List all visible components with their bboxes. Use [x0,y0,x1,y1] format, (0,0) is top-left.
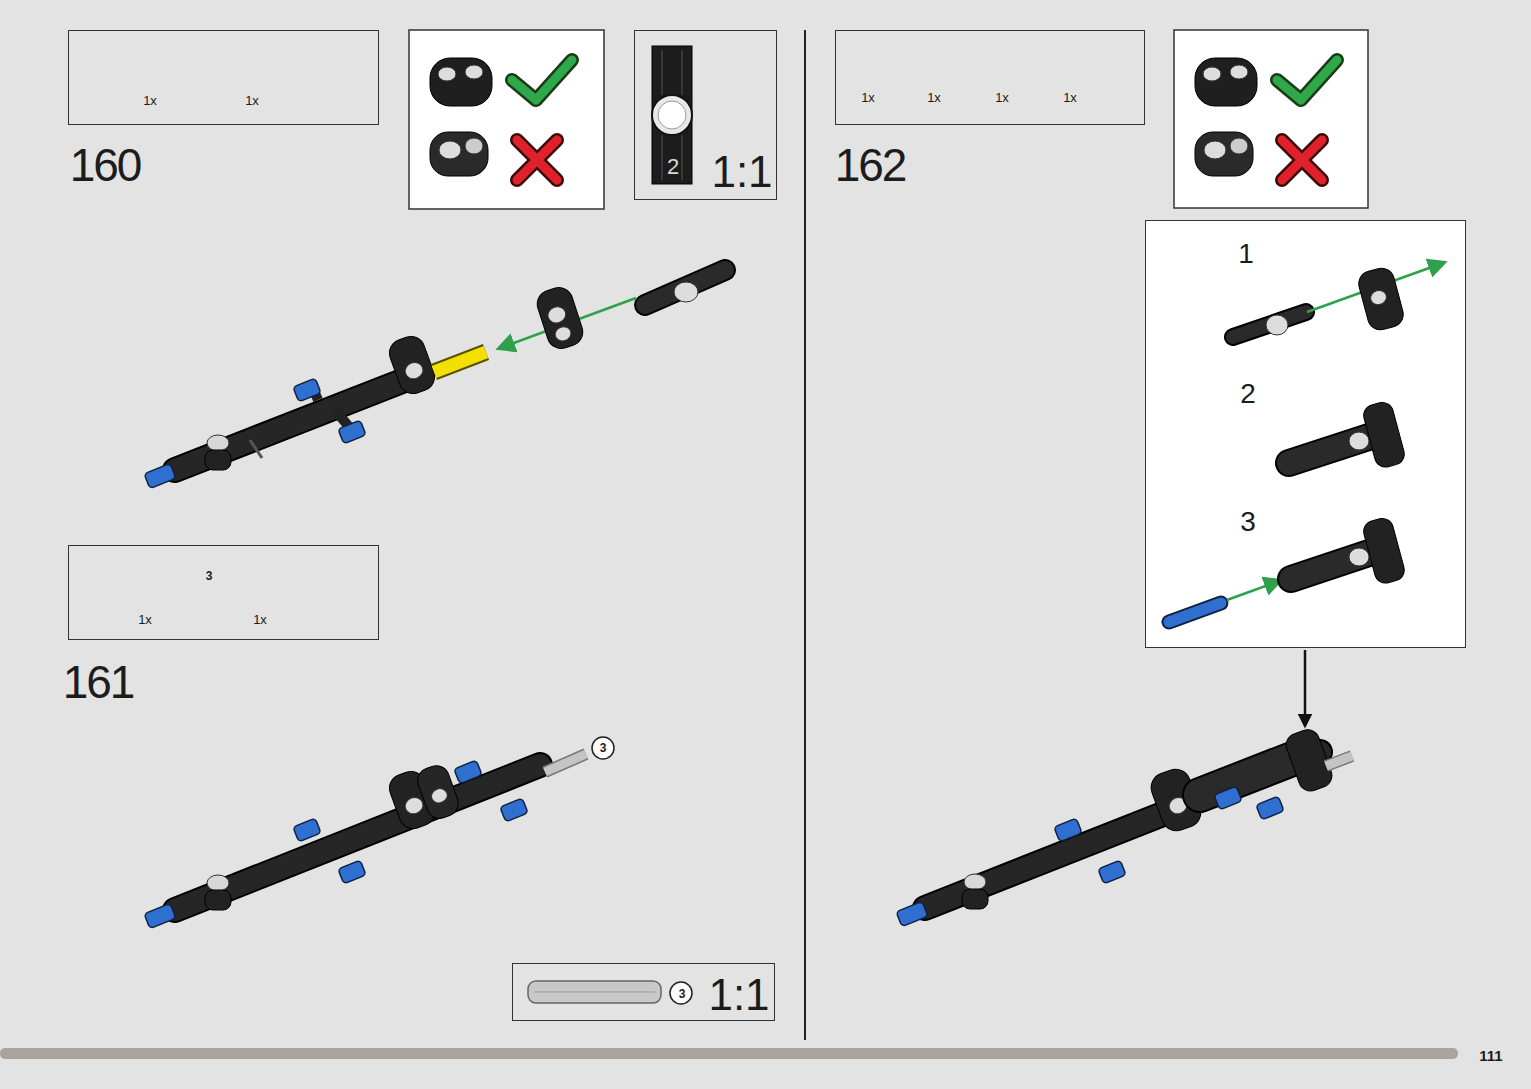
scale-label: 1:1 [711,150,772,194]
step-number: 162 [835,142,906,188]
callout-number: 3 [206,570,213,582]
check-box [409,30,604,209]
scale-box: 3 1:1 [512,963,775,1021]
quantity-label: 1x [927,91,941,104]
quantity-label: 1x [245,94,259,107]
model-assembly [144,737,614,929]
substep-number: 1 [1238,240,1254,268]
quantity-label: 1x [995,91,1009,104]
quantity-label: 1x [1063,91,1077,104]
substep-box: 1 2 3 [1145,220,1466,648]
substep-number: 2 [667,156,679,178]
substep-drawings [1169,263,1443,622]
page-bar [0,1048,1458,1059]
scale-beam [528,46,692,1004]
step-number: 160 [70,142,141,188]
scale-label: 1:1 [708,973,769,1017]
model-assembly [144,270,725,489]
parts-box: 1x 1x [68,30,379,125]
quantity-label: 1x [138,613,152,626]
quantity-label: 1x [143,94,157,107]
quantity-label: 1x [253,613,267,626]
parts-box: 1x 1x 1x 1x [835,30,1145,125]
step-divider [804,30,806,1040]
substep-number: 3 [1240,508,1256,536]
page-number: 111 [1479,1048,1502,1063]
check-box [1174,30,1368,208]
step-number: 161 [63,659,134,705]
scale-box: 2 1:1 [634,30,777,200]
callout-number: 3 [679,988,686,1000]
quantity-label: 1x [861,91,875,104]
parts-box: 3 1x 1x [68,545,379,640]
callout-number: 3 [600,742,607,754]
substep-drawings [1146,221,1467,649]
model-assembly [896,650,1352,927]
part-icons [140,55,1116,602]
substep-number: 2 [1240,380,1256,408]
